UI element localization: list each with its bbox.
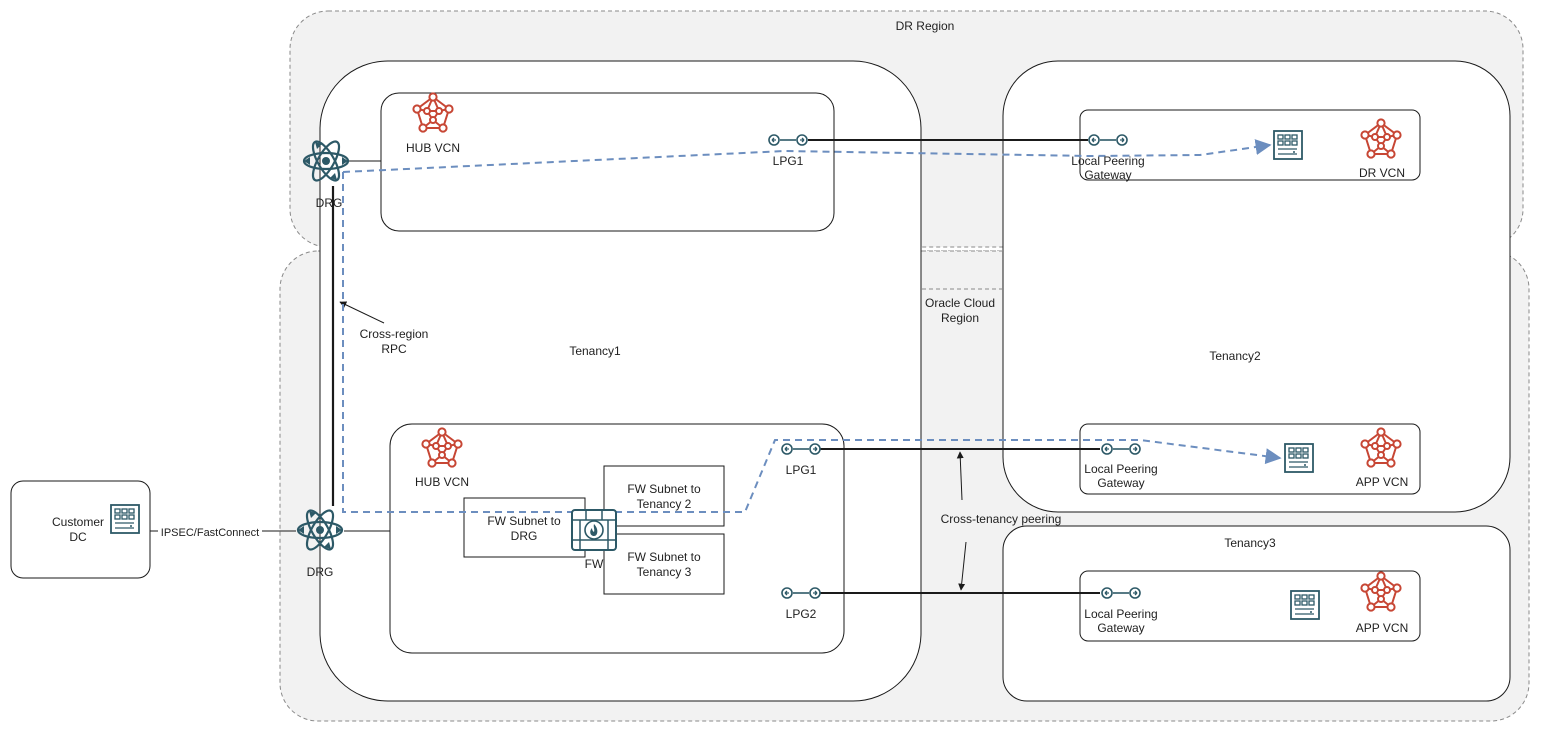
app-vcn-t2-box	[1079, 423, 1421, 495]
app-vcn-t3-label: APP VCN	[1356, 621, 1408, 635]
drg-bottom-label: DRG	[307, 565, 334, 579]
flow-to-app-vcn	[342, 172, 1282, 513]
hub-vcn-top-label: HUB VCN	[406, 141, 460, 155]
oci-region-label-1: Oracle Cloud	[925, 296, 995, 310]
app-vcn-t2-label: APP VCN	[1356, 475, 1408, 489]
rpc-label-2: RPC	[381, 342, 407, 356]
subnet-to-drg-label-1: FW Subnet to	[487, 514, 561, 528]
flow-to-dr-vcn	[342, 139, 1272, 173]
server-icon	[110, 504, 140, 534]
oci-region-gap	[922, 251, 1002, 289]
server-icon	[1284, 443, 1314, 473]
dr-gateway-label-2: Gateway	[1084, 168, 1131, 182]
connections	[150, 139, 1100, 594]
fw-label: FW	[585, 557, 604, 571]
dr-gateway-label-1: Local Peering	[1071, 154, 1144, 168]
ipsec-label-bg	[158, 524, 262, 539]
rpc-annotation-arrow	[339, 301, 385, 324]
cross-tenancy-arrow-up	[956, 451, 964, 501]
tenancy3-label: Tenancy3	[1224, 536, 1276, 550]
lpg-top-label: LPG1	[773, 154, 804, 168]
server-icon	[1290, 590, 1320, 620]
cross-tenancy-arrow-down	[958, 541, 967, 591]
subnet-to-tenancy2	[603, 465, 725, 527]
app-t2-gateway-label-2: Gateway	[1097, 476, 1144, 490]
subnet-to-tenancy3-label-1: FW Subnet to	[627, 550, 701, 564]
ipsec-label: IPSEC/FastConnect	[161, 527, 259, 539]
customer-dc-label-2: DC	[69, 530, 87, 544]
subnet-to-tenancy3	[603, 533, 725, 595]
lpg-mid-label: LPG1	[786, 463, 817, 477]
app-t2-gateway-label-1: Local Peering	[1084, 462, 1157, 476]
app-vcn-t3-box	[1079, 570, 1421, 642]
subnet-to-drg-label-2: DRG	[511, 529, 538, 543]
dr-vcn-box	[1079, 109, 1421, 181]
dr-vcn-label: DR VCN	[1359, 166, 1405, 180]
app-t3-gateway-label-2: Gateway	[1097, 621, 1144, 635]
oci-region-label-2: Region	[941, 311, 979, 325]
server-icon	[1273, 130, 1303, 160]
traffic-flows	[342, 139, 1282, 513]
drg-top-label: DRG	[316, 196, 343, 210]
dr-region-label: DR Region	[896, 19, 955, 33]
hub-vcn-top-box	[380, 92, 835, 232]
firewall-icon[interactable]	[571, 509, 617, 551]
tenancy1-label: Tenancy1	[569, 344, 621, 358]
subnet-to-tenancy2-label-1: FW Subnet to	[627, 482, 701, 496]
lpg-low-label: LPG2	[786, 607, 817, 621]
rpc-label-1: Cross-region	[360, 327, 429, 341]
customer-dc-label-1: Customer	[52, 515, 104, 529]
app-t3-gateway-label-1: Local Peering	[1084, 607, 1157, 621]
cross-tenancy-label: Cross-tenancy peering	[941, 512, 1062, 526]
hub-vcn-bottom-label: HUB VCN	[415, 475, 469, 489]
subnet-to-drg	[463, 497, 586, 558]
subnet-to-tenancy2-label-2: Tenancy 2	[637, 497, 692, 511]
tenancy2-label: Tenancy2	[1209, 349, 1261, 363]
subnet-to-tenancy3-label-2: Tenancy 3	[637, 565, 692, 579]
